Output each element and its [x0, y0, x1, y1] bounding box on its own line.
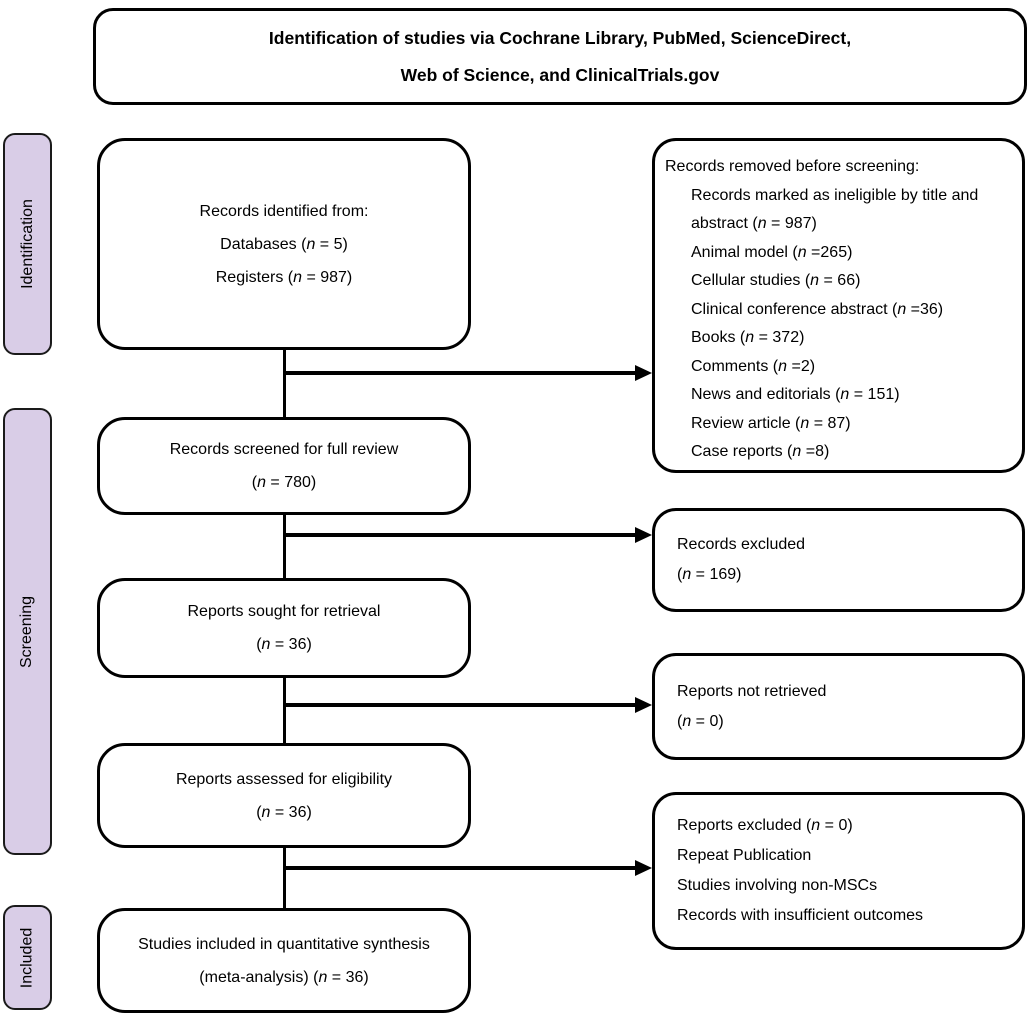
connector-screened-to-sought: [283, 515, 286, 578]
text-line: Records removed before screening:: [665, 158, 920, 175]
stage-bar-included: Included: [3, 905, 52, 1010]
text-line: Reports sought for retrieval: [187, 603, 381, 620]
text-line: Animal model (n =265): [691, 243, 853, 261]
arrowhead-icon: [635, 697, 652, 713]
text-line: Books (n = 372): [691, 329, 805, 346]
text-line: Review article (n = 87): [691, 414, 851, 432]
flow-box-records-identified: Records identified from: Databases (n = 5…: [97, 138, 471, 350]
text-line: Records excluded: [677, 536, 806, 553]
text-line: Registers (n = 987): [215, 268, 353, 286]
text-line: Clinical conference abstract (n =36): [691, 300, 944, 318]
flow-box-records-screened: Records screened for full review (n = 780…: [97, 417, 471, 515]
connector-sought-to-assessed: [283, 678, 286, 743]
arrow-to-records-removed: [285, 365, 652, 381]
connector-identified-to-screened: [283, 350, 286, 417]
arrowhead-icon: [635, 860, 652, 876]
text-line: Studies involving non-MSCs: [677, 877, 878, 894]
arrow-to-records-excluded: [285, 527, 652, 543]
arrow-shaft: [285, 371, 636, 375]
text-line: (n = 0): [677, 712, 724, 730]
text-line: Records marked as ineligible by title an…: [691, 186, 979, 233]
arrowhead-icon: [635, 527, 652, 543]
text-line: (n = 36): [256, 636, 312, 653]
text-line: (n = 780): [251, 474, 317, 491]
flow-box-reports-assessed: Reports assessed for eligibility (n = 36): [97, 743, 471, 848]
text-line: Databases (n = 5): [220, 235, 348, 253]
stage-bar-identification: Identification: [3, 133, 52, 355]
text-line: Web of Science, and ClinicalTrials.gov: [400, 64, 720, 85]
text-line: Reports excluded (n = 0): [677, 817, 853, 834]
arrowhead-icon: [635, 365, 652, 381]
text-line: Records with insufficient outcomes: [677, 907, 924, 924]
text-line: Records screened for full review: [169, 441, 399, 458]
flow-box-studies-included: Studies included in quantitative synthes…: [97, 908, 471, 1013]
arrow-shaft: [285, 703, 636, 707]
text-line: Comments (n =2): [691, 357, 816, 375]
flow-box-records-removed-before-screening: Records removed before screening: Records…: [652, 138, 1025, 473]
flow-box-reports-not-retrieved: Reports not retrieved (n = 0): [652, 653, 1025, 760]
flow-box-reports-sought: Reports sought for retrieval (n = 36): [97, 578, 471, 678]
text-line: (n = 36): [256, 803, 312, 821]
diagram-title-box: Identification of studies via Cochrane L…: [93, 8, 1027, 105]
text-line: Records identified from:: [199, 202, 369, 220]
text-line: Studies included in quantitative synthes…: [138, 935, 430, 953]
stage-label: Screening: [18, 595, 36, 668]
text-line: News and editorials (n = 151): [691, 386, 900, 403]
text-line: Case reports (n =8): [691, 443, 830, 460]
flow-box-records-excluded: Records excluded (n = 169): [652, 508, 1025, 612]
flow-box-reports-excluded: Reports excluded (n = 0) Repeat Publicati…: [652, 792, 1025, 950]
text-line: Reports assessed for eligibility: [175, 770, 393, 788]
stage-label: Included: [18, 927, 36, 988]
stage-label: Identification: [18, 199, 36, 289]
text-line: (meta-analysis) (n = 36): [199, 968, 369, 986]
stage-bar-screening: Screening: [3, 408, 52, 855]
text-line: Identification of studies via Cochrane L…: [268, 27, 852, 48]
text-line: Cellular studies (n = 66): [691, 272, 861, 289]
text-line: Repeat Publication: [677, 847, 812, 864]
connector-assessed-to-included: [283, 848, 286, 908]
text-line: (n = 169): [677, 566, 742, 583]
arrow-shaft: [285, 866, 636, 870]
text-line: Reports not retrieved: [677, 682, 827, 700]
arrow-shaft: [285, 533, 636, 537]
arrow-to-reports-excluded: [285, 860, 652, 876]
arrow-to-reports-not-retrieved: [285, 697, 652, 713]
